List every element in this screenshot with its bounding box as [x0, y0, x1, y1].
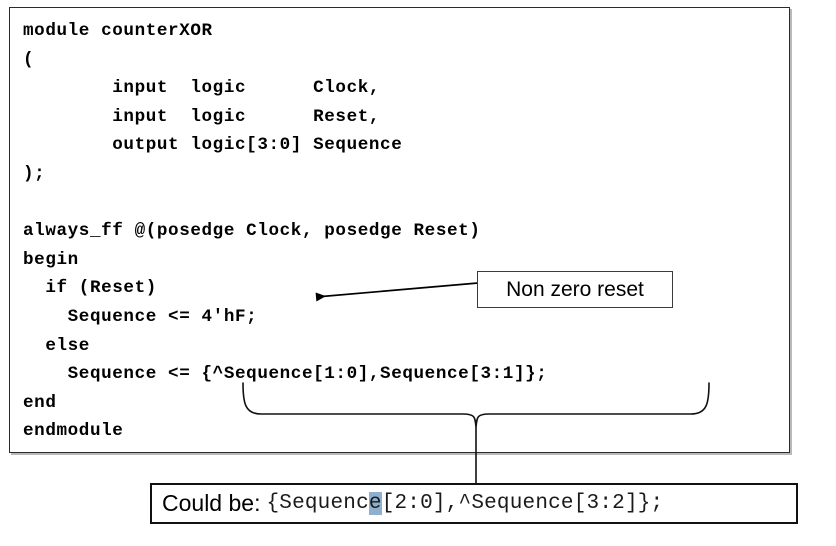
code-line: begin: [23, 249, 79, 270]
could-be-code-snippet: {Sequence[2:0],^Sequence[3:2]};: [266, 492, 664, 515]
code-line: always_ff @(posedge Clock, posedge Reset…: [23, 221, 481, 242]
could-be-prefix-label: Could be:: [162, 490, 261, 516]
code-block-container: module counterXOR ( input logic Clock, in…: [9, 7, 790, 453]
non-zero-reset-callout: Non zero reset: [477, 271, 673, 308]
code-line: input logic Reset,: [23, 106, 381, 127]
code-line: input logic Clock,: [23, 78, 381, 99]
non-zero-reset-label: Non zero reset: [506, 278, 644, 301]
code-line: Sequence <= 4'hF;: [23, 306, 258, 327]
code-listing: module counterXOR ( input logic Clock, in…: [23, 17, 547, 446]
code-line: if (Reset): [23, 278, 157, 299]
could-be-callout: Could be: {Sequence[2:0],^Sequence[3:2]}…: [150, 483, 798, 524]
code-line: else: [23, 335, 90, 356]
code-line: endmodule: [23, 421, 124, 442]
code-line: Sequence <= {^Sequence[1:0],Sequence[3:1…: [23, 364, 548, 385]
code-line: (: [23, 49, 35, 70]
code-fragment-after: [2:0],^Sequence[3:2]};: [381, 492, 664, 515]
code-line: );: [23, 163, 46, 184]
code-line: end: [23, 392, 57, 413]
code-line: output logic[3:0] Sequence: [23, 135, 403, 156]
code-fragment-before: {Sequenc: [266, 492, 369, 515]
code-line-blank: [23, 189, 547, 218]
code-line: module counterXOR: [23, 21, 213, 41]
highlighted-character: e: [368, 492, 382, 515]
